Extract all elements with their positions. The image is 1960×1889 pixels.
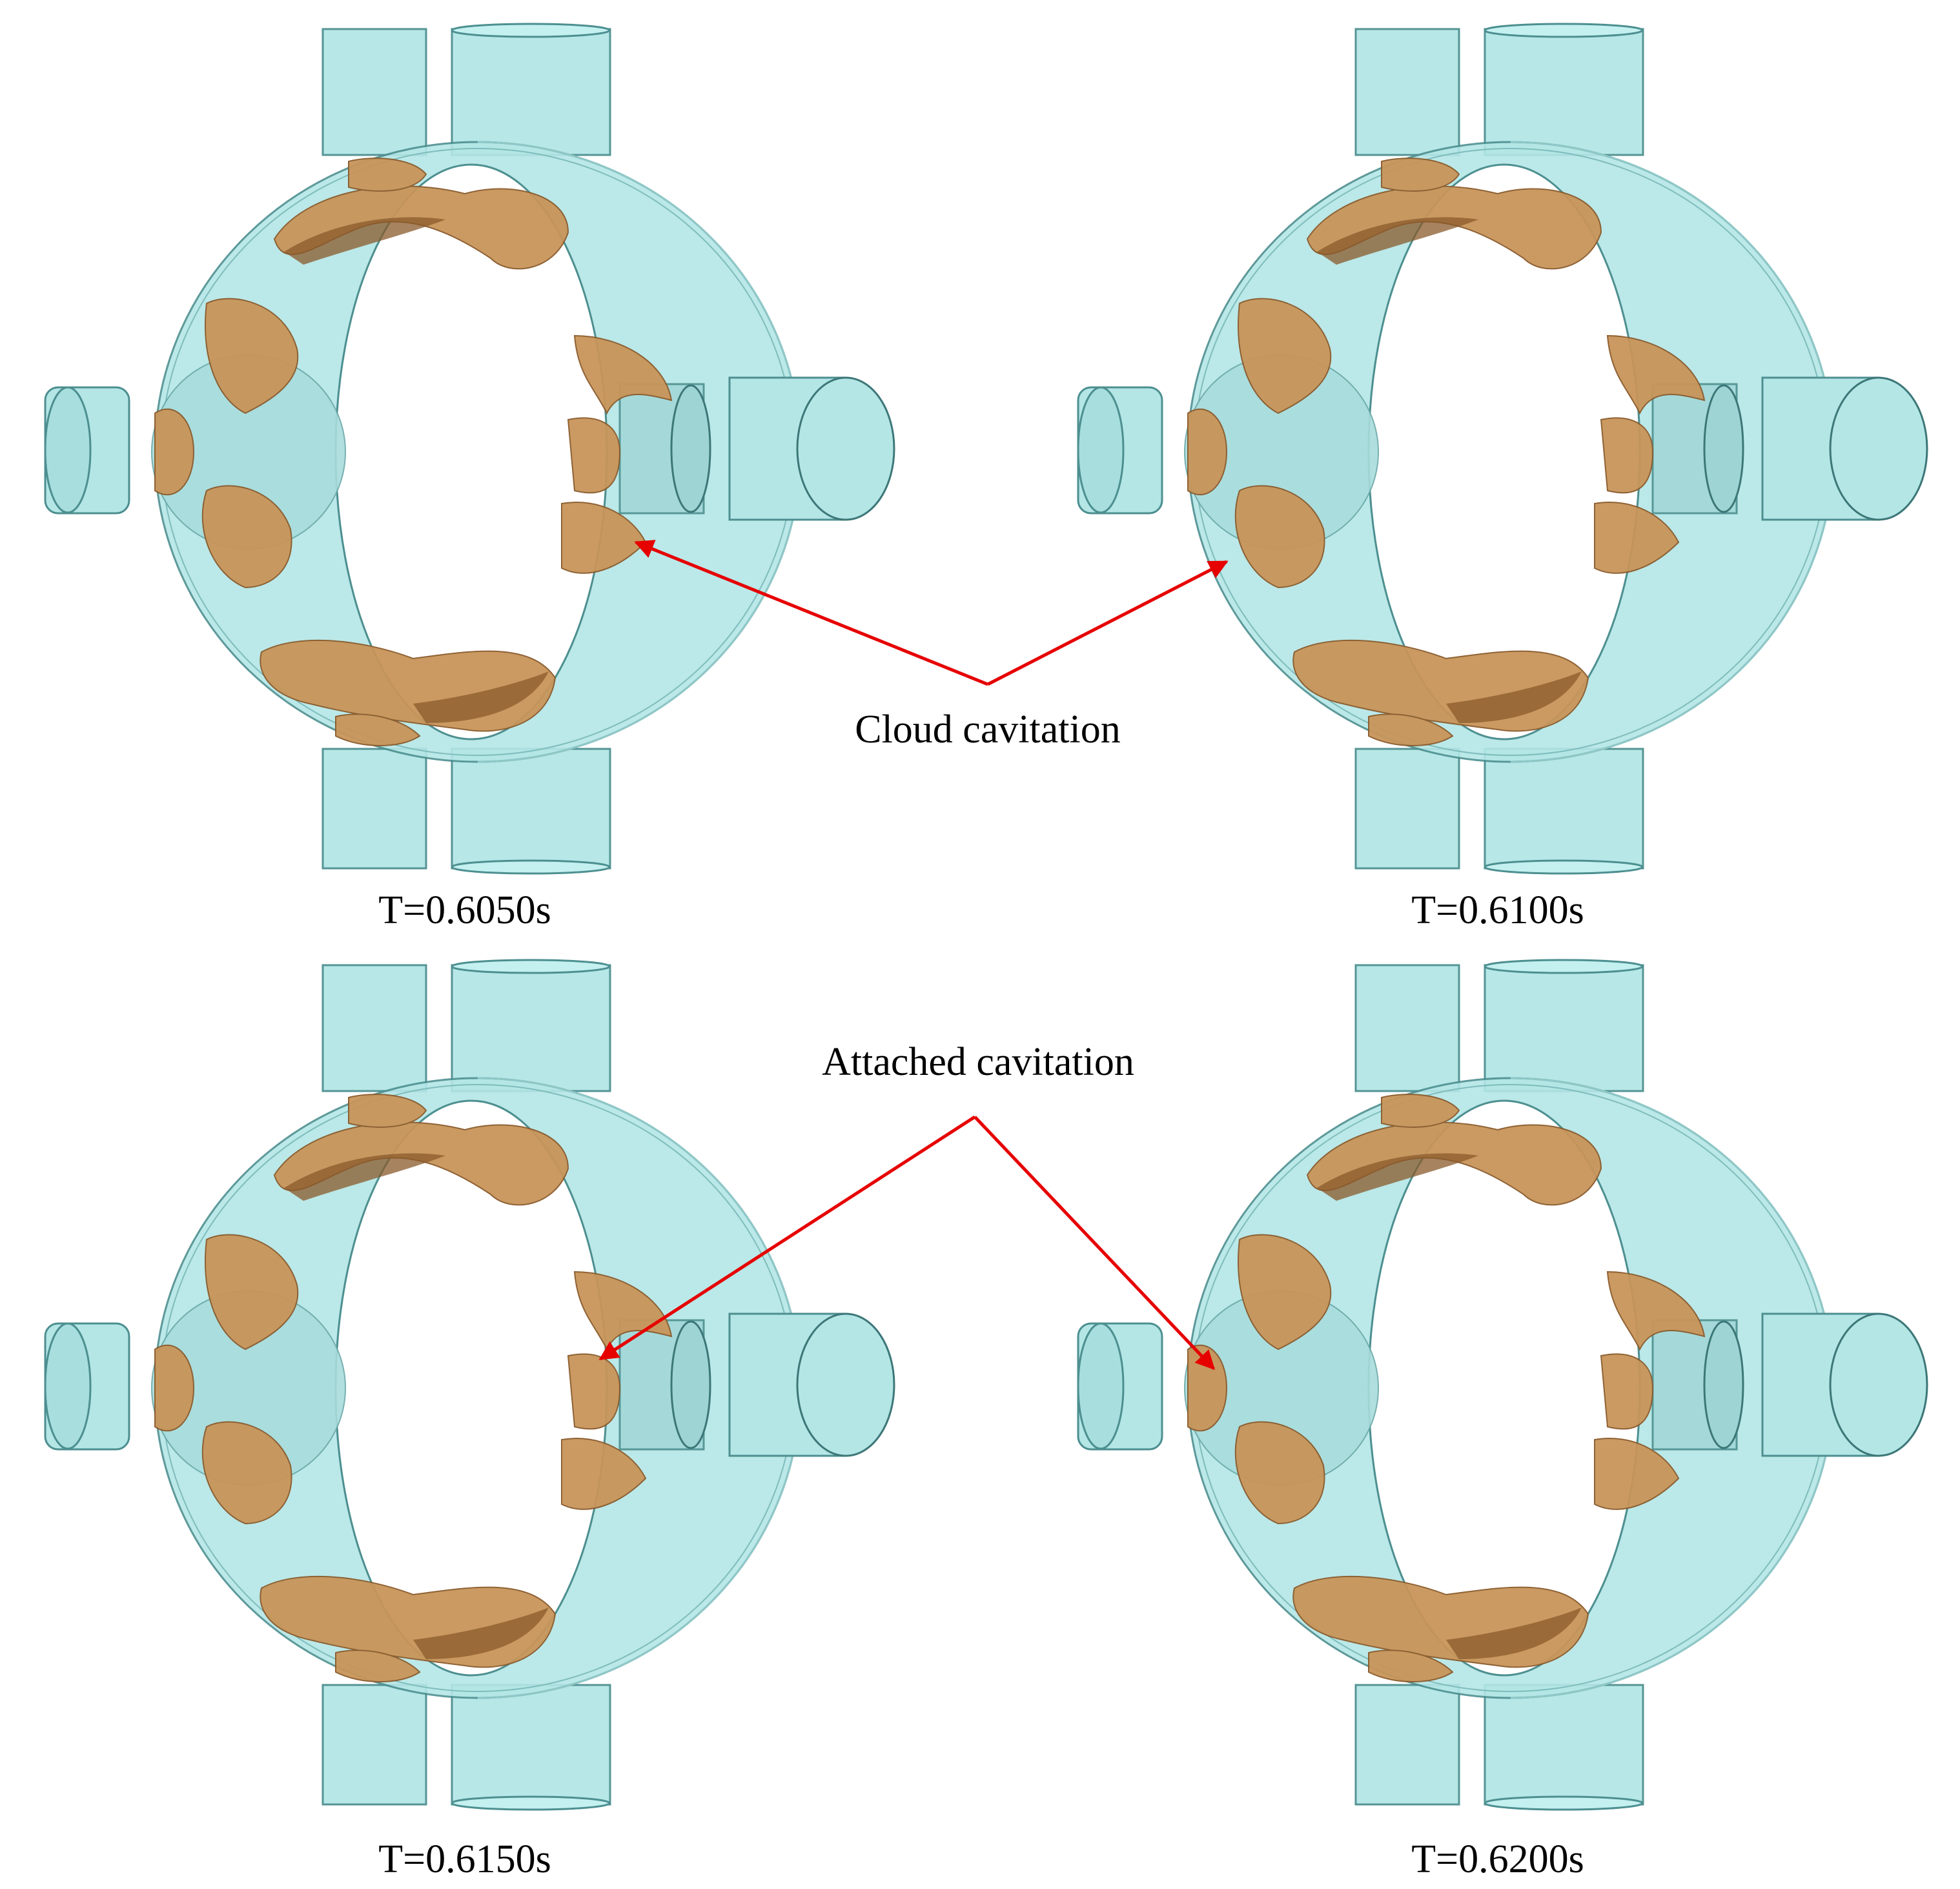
valve-model-2 <box>1077 23 1928 875</box>
attached-arrow-right <box>974 1116 1216 1371</box>
attached-arrow-left <box>598 1115 976 1361</box>
panel-4-caption: T=0.6200s <box>1411 1837 1584 1881</box>
attached-cavitation-annotation: Attached cavitation <box>598 1040 1216 1371</box>
valve-model-4 <box>1077 959 1928 1811</box>
cloud-cavitation-label: Cloud cavitation <box>855 708 1121 751</box>
cloud-arrow-left <box>634 540 988 686</box>
valve-model-1 <box>44 23 895 875</box>
valve-model-3 <box>44 959 895 1811</box>
cloud-arrow-right <box>986 560 1229 686</box>
panel-3: T=0.6150s <box>44 959 895 1881</box>
panel-1-caption: T=0.6050s <box>378 888 551 932</box>
cloud-cavitation-annotation: Cloud cavitation <box>634 540 1229 751</box>
panel-1: T=0.6050s <box>44 23 895 932</box>
panel-4: T=0.6200s <box>1077 959 1928 1881</box>
panel-2-caption: T=0.6100s <box>1411 888 1584 932</box>
attached-cavitation-label: Attached cavitation <box>822 1040 1134 1084</box>
panel-3-caption: T=0.6150s <box>378 1837 551 1881</box>
panel-2: T=0.6100s <box>1077 23 1928 932</box>
